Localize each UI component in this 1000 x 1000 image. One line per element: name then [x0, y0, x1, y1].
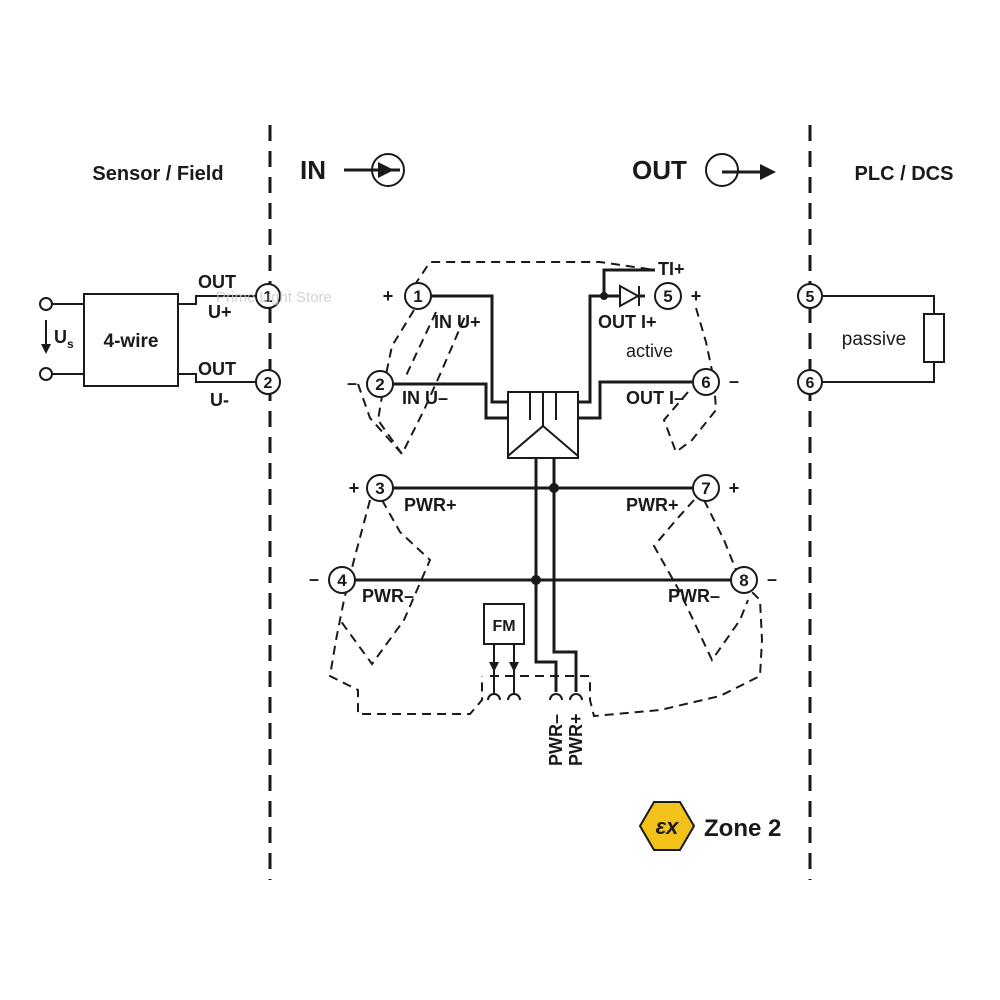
module-terminal-3: 3 [366, 474, 394, 502]
boundary-terminal-2: 2 [255, 369, 281, 395]
out-plus-line2: U+ [208, 302, 232, 322]
supply-subscript: s [67, 337, 74, 351]
supply-terminal-bottom [39, 367, 53, 381]
polarity-t6: – [729, 371, 739, 391]
module-terminal-1: 1 [404, 282, 432, 310]
label-in-u-minus: IN U– [402, 388, 448, 408]
svg-text:2: 2 [264, 375, 273, 392]
ex-zone-badge: εx Zone 2 [638, 801, 781, 851]
module-terminal-6: 6 [692, 368, 720, 396]
plc-circuit: passive [823, 295, 945, 383]
header-out: OUT [632, 153, 776, 187]
out-minus-line1: OUT [198, 359, 236, 379]
svg-text:6: 6 [701, 373, 710, 392]
label-active: active [626, 341, 673, 361]
zone-label: Zone 2 [704, 815, 781, 842]
svg-text:2: 2 [375, 375, 384, 394]
svg-text:5: 5 [663, 287, 672, 306]
bus-pwr-plus-label: PWR+ [566, 713, 586, 766]
module-terminal-5: 5 [654, 282, 682, 310]
svg-text:1: 1 [413, 287, 422, 306]
polarity-t3: + [349, 478, 360, 498]
header-in: IN [300, 153, 405, 187]
watermark: Prime Light Store [216, 289, 332, 306]
svg-text:5: 5 [806, 289, 815, 306]
svg-text:IN: IN [300, 155, 326, 185]
polarity-t2: – [347, 373, 357, 393]
device-4wire-box [83, 293, 179, 387]
svg-text:8: 8 [739, 571, 748, 590]
header-sensor-field: Sensor / Field [92, 163, 223, 185]
load-resistor [923, 313, 945, 363]
label-out-i-plus: OUT I+ [598, 312, 657, 332]
label-pwr-plus-right: PWR+ [626, 495, 679, 515]
polarity-t7: + [729, 478, 740, 498]
rail-connectors [487, 670, 583, 701]
svg-text:6: 6 [806, 375, 815, 392]
label-pwr-minus-left: PWR– [362, 586, 414, 606]
plc-terminal-5: 5 [797, 283, 823, 309]
fm-label: FM [492, 618, 515, 635]
svg-text:7: 7 [701, 479, 710, 498]
out-minus-line2: U- [210, 390, 229, 410]
polarity-t4: – [309, 569, 319, 589]
bus-pwr-minus-label: PWR– [546, 714, 566, 766]
supply-label: U [54, 327, 67, 347]
svg-text:Us: Us [54, 327, 74, 351]
label-ti-plus: TI+ [658, 259, 685, 279]
passive-label: passive [842, 329, 906, 350]
module-terminal-4: 4 [328, 566, 356, 594]
label-pwr-plus-left: PWR+ [404, 495, 457, 515]
svg-text:3: 3 [375, 479, 384, 498]
svg-text:OUT: OUT [632, 155, 687, 185]
polarity-t1: + [383, 286, 394, 306]
module-terminal-7: 7 [692, 474, 720, 502]
boundary-terminal-1: 1 [255, 283, 281, 309]
label-pwr-minus-right: PWR– [668, 586, 720, 606]
svg-text:4: 4 [337, 571, 347, 590]
diode-symbol [619, 284, 641, 308]
ex-hexagon-icon [638, 801, 696, 851]
supply-terminal-top [39, 297, 53, 311]
polarity-t5: + [691, 286, 702, 306]
ex-symbol: εx [656, 814, 680, 839]
out-plus-line1: OUT [198, 272, 236, 292]
fm-block [483, 603, 525, 645]
module-terminal-8: 8 [730, 566, 758, 594]
label-out-i-minus: OUT I– [626, 388, 684, 408]
polarity-t8: – [767, 569, 777, 589]
label-in-u-plus: IN U+ [434, 312, 481, 332]
internal-wiring: FM [355, 268, 732, 692]
field-device: Us 4-wire OUT U+ OUT U- [39, 272, 256, 410]
plc-terminal-6: 6 [797, 369, 823, 395]
svg-text:1: 1 [264, 289, 273, 306]
device-4wire-label: 4-wire [104, 331, 159, 352]
header-plc-dcs: PLC / DCS [855, 163, 954, 185]
module-terminal-2: 2 [366, 370, 394, 398]
